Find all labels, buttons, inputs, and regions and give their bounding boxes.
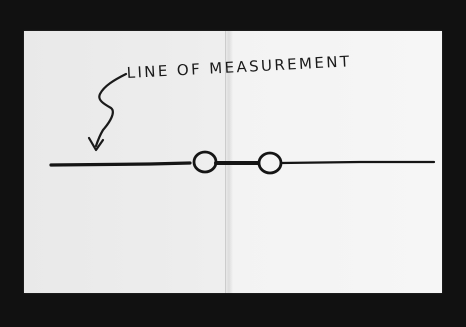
arrow-squiggle [96, 74, 126, 146]
measurement-line-left [51, 163, 190, 165]
annotation-label: LINE OF MEASUREMENT [126, 52, 352, 82]
right-circle-marker [259, 153, 281, 173]
left-circle-marker [194, 152, 216, 172]
measurement-line-right [281, 162, 434, 163]
